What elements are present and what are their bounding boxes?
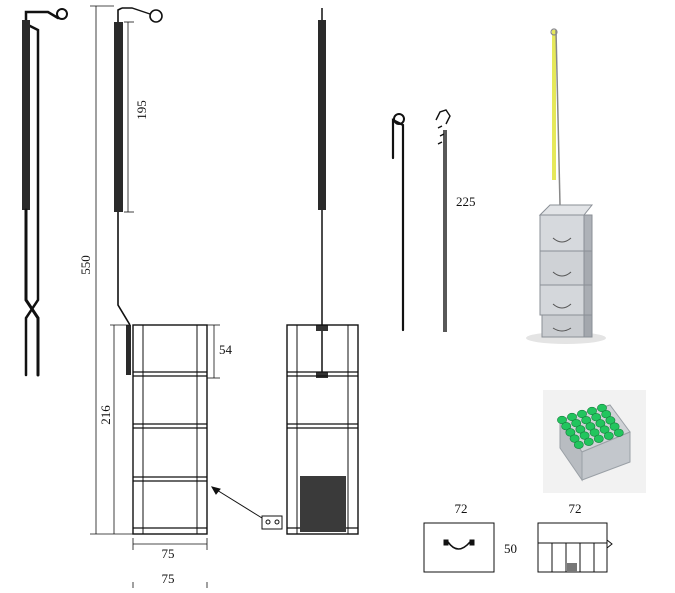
label-box-height: 50 [504,541,517,556]
green-cap [589,428,600,437]
label-rack-width-front: 75 [162,546,175,561]
label-box-width-a: 72 [455,501,468,516]
green-caps [557,403,624,449]
green-cap [585,422,596,431]
label-rod-length: 225 [456,194,476,209]
label-rack-height: 216 [98,405,113,425]
green-cap [569,434,580,443]
label-handle-length: 195 [134,100,149,120]
clip-detail [261,515,283,530]
dim-rack-width-bottom [132,582,208,588]
green-cap [591,413,602,422]
back-plate [300,476,346,532]
green-cap [609,422,620,431]
green-cap [595,419,606,428]
dim-total-height [90,5,133,535]
back-view [286,8,359,535]
box-photo [543,390,646,493]
dim-top-spacing [207,324,220,379]
label-box-width-b: 72 [569,501,582,516]
back-rack-frame [286,324,359,535]
rod-loop-icon [393,113,405,125]
green-cap [575,425,586,434]
dim-rack-width-front [132,538,208,550]
green-cap [565,428,576,437]
dim-handle-length [124,21,134,213]
green-cap [581,416,592,425]
detail-leader [210,486,263,519]
green-cap [557,415,567,425]
green-cap [587,406,597,416]
green-cap [601,410,612,419]
label-total-height: 550 [78,255,93,275]
rack-photo [512,20,622,350]
green-cap [571,419,582,428]
front-hook-icon [149,9,163,23]
front-grip [114,22,123,212]
green-cap [605,416,616,425]
green-cap [561,422,572,431]
rod-front-view [435,109,451,332]
green-cap [613,428,624,437]
label-top-spacing: 54 [219,342,233,357]
hook-loop-icon [56,8,68,20]
side-view-handle [22,8,68,377]
box-top-view [423,522,495,573]
handle-grip [22,20,30,210]
green-cap [583,437,594,446]
back-grip [318,20,326,210]
green-cap [593,434,604,443]
green-cap [577,409,587,419]
front-rack-frame [132,324,208,535]
rod-side-view [391,113,405,332]
box-front-view [537,522,613,573]
front-view [114,7,208,535]
green-cap [579,431,590,440]
label-rack-width-bottom: 75 [162,571,175,586]
green-cap [599,425,610,434]
green-cap [597,403,607,413]
dim-rack-height [110,324,130,534]
green-cap [567,412,577,422]
green-cap [603,431,614,440]
green-cap [573,440,584,449]
